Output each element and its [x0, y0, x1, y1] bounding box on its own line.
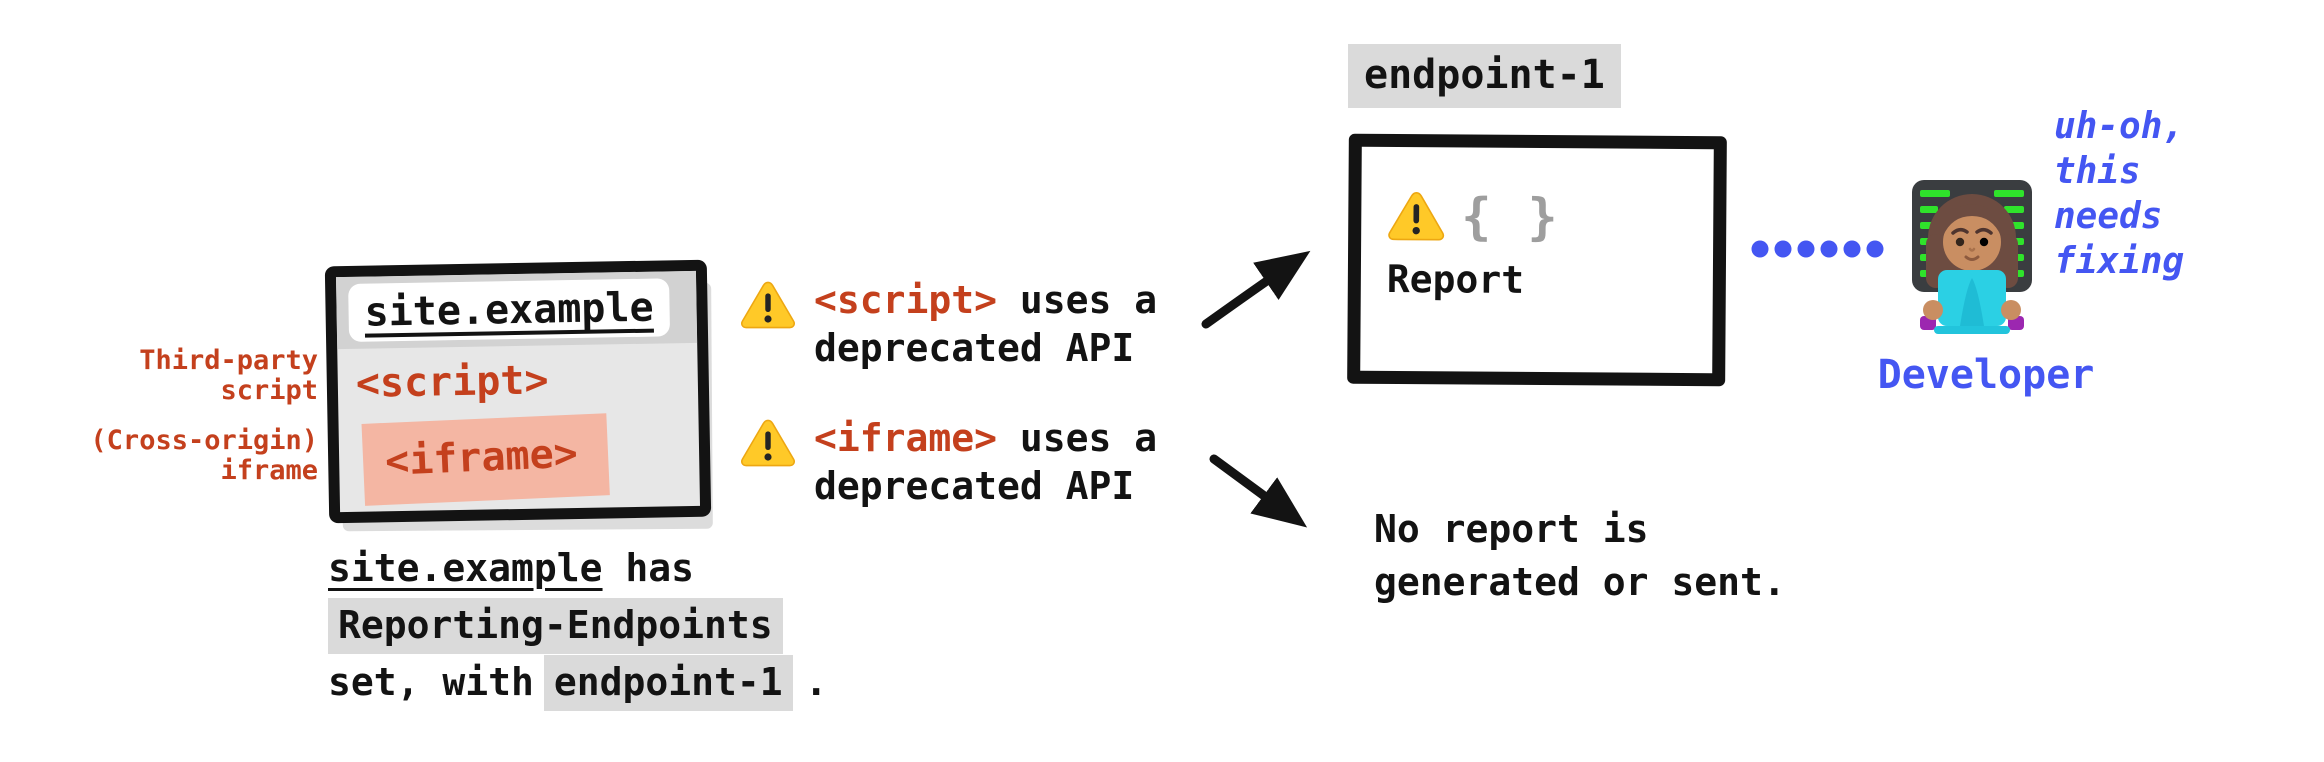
endpoint-label: endpoint-1	[1348, 44, 1621, 108]
no-report-text: No report is generated or sent.	[1374, 503, 1786, 609]
iframe-tag-inline: <iframe>	[814, 416, 998, 460]
arrow-to-no-report-icon	[1209, 454, 1308, 528]
caption: site.example has Reporting-Endpoints set…	[328, 540, 828, 711]
thought-line3: needs	[2054, 196, 2163, 237]
script-tag-inline: <script>	[814, 278, 998, 322]
cross-origin-iframe-label: (Cross-origin) iframe	[78, 426, 318, 486]
warning-row-iframe: <iframe> uses a deprecated API	[740, 414, 1157, 510]
warning-text-iframe: <iframe> uses a deprecated API	[814, 414, 1157, 510]
caption-line-1: site.example has	[328, 540, 828, 597]
thought-line1: uh-oh,	[2054, 106, 2185, 147]
caption-has-text: has	[602, 546, 695, 590]
thought-line2: this	[2054, 151, 2141, 192]
third-party-script-line2: script	[220, 375, 318, 406]
script-tag-label: <script>	[355, 357, 549, 407]
json-braces-icon: { }	[1461, 187, 1561, 247]
developer-thought: uh-oh, this needs fixing	[2054, 104, 2184, 284]
caption-set-with-text: set, with	[328, 660, 534, 704]
caption-line-2: Reporting-Endpoints	[328, 597, 828, 654]
endpoint-1-chip: endpoint-1	[543, 655, 793, 711]
warning-icon	[741, 419, 795, 467]
warning-row-script: <script> uses a deprecated API	[740, 276, 1157, 372]
cross-origin-iframe-line1: (Cross-origin)	[90, 425, 318, 456]
browser-body: <script> <iframe>	[337, 343, 700, 506]
no-report-line1: No report is	[1374, 507, 1649, 551]
browser-window: site.example <script> <iframe>	[324, 259, 712, 524]
iframe-tag-label: <iframe>	[384, 430, 579, 485]
warning-icon	[1388, 191, 1445, 241]
warning-script-line1: <script> uses a	[814, 276, 1157, 324]
developer-label: Developer	[1877, 352, 2095, 398]
uses-a-text: uses a	[997, 416, 1158, 460]
uses-a-text: uses a	[997, 278, 1158, 322]
cross-origin-iframe-line2: iframe	[220, 455, 318, 486]
warning-script-line2: deprecated API	[814, 326, 1135, 370]
site-title: site.example	[364, 284, 654, 336]
third-party-script-label: Third-party script	[78, 346, 318, 406]
iframe-highlight: <iframe>	[361, 413, 610, 506]
browser-titlebar: site.example	[335, 270, 698, 350]
warning-iframe-line1: <iframe> uses a	[814, 414, 1157, 462]
third-party-script-line1: Third-party	[139, 345, 318, 376]
reporting-endpoints-chip: Reporting-Endpoints	[328, 598, 783, 654]
no-report-line2: generated or sent.	[1374, 560, 1786, 604]
woman-technologist-icon	[1912, 180, 2032, 334]
report-row: { }	[1387, 187, 1713, 247]
endpoint-label-chip: endpoint-1	[1348, 44, 1621, 108]
warning-text-script: <script> uses a deprecated API	[814, 276, 1157, 372]
thought-line4: fixing	[2054, 241, 2185, 282]
report-box: { } Report	[1347, 133, 1727, 387]
warning-icon	[741, 281, 795, 329]
address-bar: site.example	[348, 278, 671, 342]
warning-iframe-line2: deprecated API	[814, 464, 1135, 508]
report-label: Report	[1386, 256, 1525, 302]
arrow-to-endpoint-icon	[1201, 250, 1311, 329]
caption-period: .	[804, 660, 828, 704]
dotted-line-icon	[1751, 240, 1884, 258]
site-example-code: site.example	[328, 546, 603, 590]
